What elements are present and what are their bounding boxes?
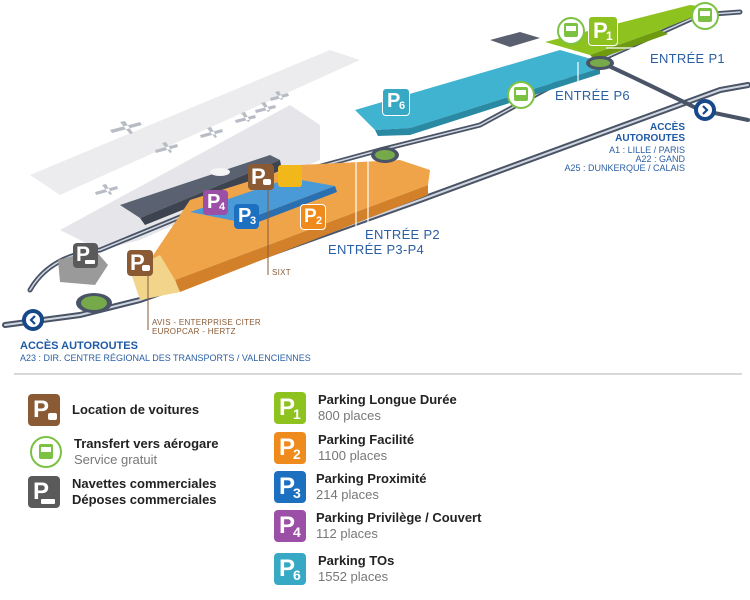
access-west-route: A23 : DIR. CENTRE RÉGIONAL DES TRANSPORT… [20, 353, 311, 363]
parking-p2-area [150, 160, 430, 280]
bus-icon [557, 17, 585, 45]
legend-item-commercial: P Navettes commerciales Déposes commerci… [28, 476, 217, 508]
runway [30, 50, 360, 195]
legend-title: Parking Privilège / Couvert [316, 510, 482, 525]
legend-title: Navettes commerciales [72, 476, 217, 491]
commercial-shuttle-icon: P [28, 476, 60, 508]
chevron-right-icon [702, 105, 709, 115]
legend-places: 214 places [316, 487, 379, 502]
rental-label-line2: EUROPCAR - HERTZ [152, 327, 236, 336]
p1-building [490, 32, 540, 47]
legend-subtitle: Déposes commerciales [72, 492, 217, 507]
access-east-route-a1: A1 : LILLE / PARIS [609, 145, 685, 155]
covered-parking-roof [278, 165, 302, 187]
legend-places: 800 places [318, 408, 381, 423]
legend-item-rental: P Location de voitures [28, 394, 199, 426]
bus-icon [507, 81, 535, 109]
car-icon [263, 179, 271, 185]
terminal-building [120, 155, 280, 218]
rental-label-sixt: SIXT [272, 268, 291, 277]
rental-label-line1: AVIS - ENTERPRISE CITER [152, 318, 261, 327]
access-west-title: ACCÈS AUTOROUTES [20, 340, 138, 352]
legend-item-shuttle: Transfert vers aérogare Service gratuit [28, 436, 219, 468]
legend-subtitle: Service gratuit [74, 452, 158, 467]
map-badge-rental-terminal: P [248, 164, 274, 190]
airport-parking-map [2, 2, 750, 331]
airplane-icon [95, 91, 289, 195]
legend-title: Parking Facilité [318, 432, 415, 447]
legend-title: Parking Longue Durée [318, 392, 457, 407]
access-east-button[interactable] [694, 99, 716, 121]
legend-places: 1100 places [318, 448, 388, 463]
legend-title: Parking TOs [318, 553, 395, 568]
parking-p1-area [545, 5, 715, 55]
access-west-button[interactable] [22, 309, 44, 331]
label-entree-p2: ENTRÉE P2 [365, 227, 440, 242]
label-entree-p3-p4: ENTRÉE P3-P4 [328, 242, 425, 257]
divider [14, 373, 742, 375]
label-entree-p1: ENTRÉE P1 [650, 51, 725, 66]
apron [60, 105, 320, 250]
car-rental-icon: P [28, 394, 60, 426]
legend-title: Parking Proximité [316, 471, 427, 486]
bus-icon [30, 436, 62, 468]
legend-places: 1552 places [318, 569, 389, 584]
bus-icon [691, 2, 719, 30]
access-east-route-a22: A22 : GAND [635, 154, 685, 164]
label-entree-p6: ENTRÉE P6 [555, 88, 630, 103]
access-east-route-a25: A25 : DUNKERQUE / CALAIS [564, 163, 685, 173]
parking-p6-area [355, 50, 600, 130]
legend-places: 112 places [316, 526, 378, 541]
legend-title: Transfert vers aérogare [74, 436, 219, 451]
access-east-title: ACCÈS AUTOROUTES [615, 122, 685, 144]
map-badge-rental-west: P [127, 250, 153, 276]
chevron-left-icon [29, 315, 36, 325]
legend-title: Location de voitures [72, 402, 200, 417]
car-icon [142, 265, 150, 271]
minibus-icon [85, 260, 95, 264]
map-badge-commercial: P [73, 243, 98, 268]
